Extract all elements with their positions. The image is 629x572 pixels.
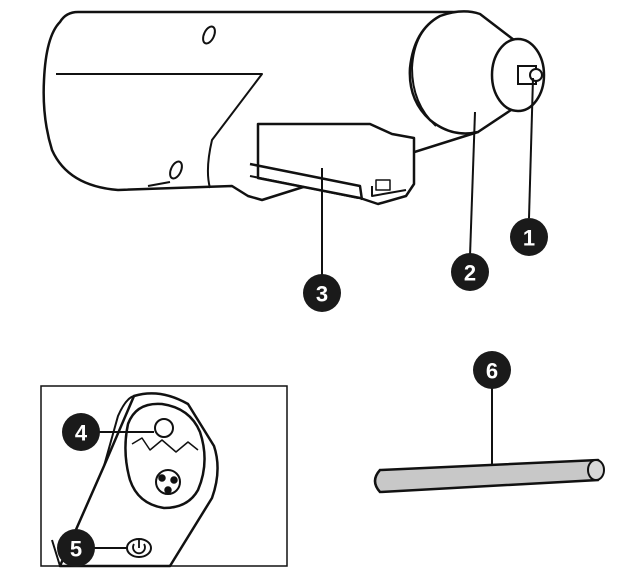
callout-1: 1: [510, 218, 548, 256]
callout-2: 2: [451, 253, 489, 291]
callout-badge: [303, 274, 341, 312]
callout-badge: [510, 218, 548, 256]
callout-label: 6: [486, 359, 498, 384]
callout-6: 6: [473, 351, 511, 389]
mount-bracket-face: [249, 162, 364, 201]
rod: [373, 458, 605, 494]
mount-latch: [375, 179, 391, 191]
housing-hole-top: [202, 25, 216, 45]
callout-label: 4: [75, 421, 88, 446]
housing-hole-bottom: [169, 160, 183, 180]
inset-port-zigzag: [131, 437, 199, 453]
front-cap: [408, 10, 516, 135]
rod-body: [373, 458, 605, 494]
leader-line-2: [469, 111, 476, 257]
connector-pin-b: [170, 476, 178, 484]
housing-panel-line: [56, 73, 263, 189]
callout-badge: [473, 351, 511, 389]
callout-3: 3: [303, 274, 341, 312]
power-symbol-icon: [132, 540, 146, 555]
callout-badge: [57, 529, 95, 567]
callout-badge: [62, 413, 100, 451]
inset-device-end: [51, 392, 219, 568]
callout-4: 4: [62, 413, 100, 451]
connector-pin-a: [158, 474, 166, 482]
front-cap-rim: [410, 15, 441, 127]
callout-5: 5: [57, 529, 95, 567]
mount-bracket: [249, 122, 416, 206]
connector-pin-c: [164, 486, 172, 494]
callout-label: 2: [464, 261, 476, 286]
callout-label: 5: [70, 537, 82, 562]
nozzle: [490, 37, 546, 113]
inset-port-opening: [124, 402, 206, 510]
housing-slot: [147, 181, 171, 187]
inset-housing-edge: [51, 395, 135, 567]
nozzle-tip: [529, 68, 543, 82]
rod-end-cap: [587, 459, 605, 481]
leader-lines: [92, 77, 534, 549]
callout-badge: [451, 253, 489, 291]
mount-bracket-edge: [249, 175, 407, 199]
leader-line-1: [528, 77, 534, 219]
inset-button: [154, 418, 174, 438]
callout-label: 1: [523, 226, 535, 251]
callout-label: 3: [316, 282, 328, 307]
